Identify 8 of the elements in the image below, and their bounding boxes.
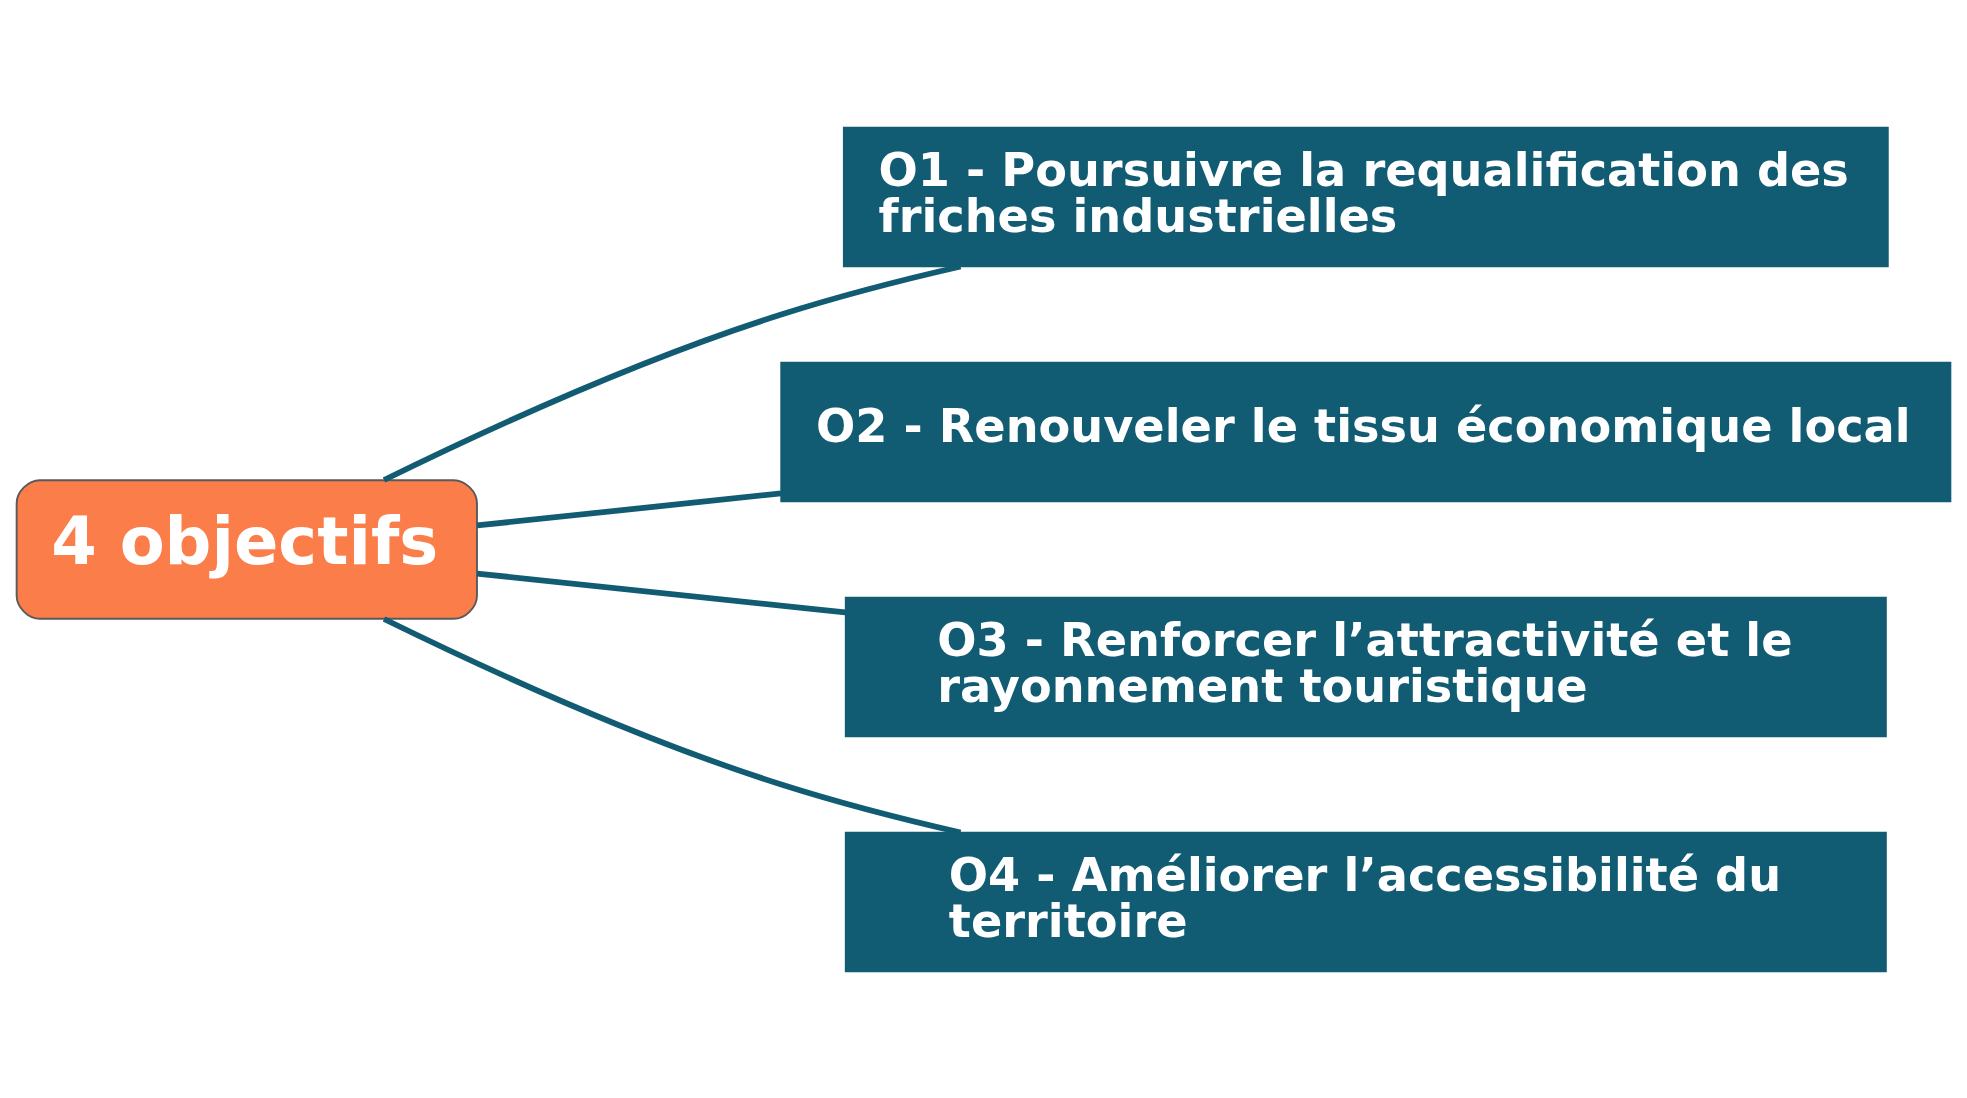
node-box: O1 - Poursuivre la requalification des friches industrielles	[842, 126, 1889, 267]
connector	[476, 490, 782, 528]
connector	[382, 615, 962, 835]
node-box: 4 objectifs	[15, 478, 478, 620]
connector	[476, 570, 846, 615]
node-box: O3 - Renforcer l’attractivité et le rayonnement touristique	[844, 596, 1887, 737]
node-box: O2 - Renouveler le tissu économique local	[780, 361, 1952, 502]
node-box: O4 - Améliorer l’accessibilité du territoire	[844, 831, 1887, 972]
